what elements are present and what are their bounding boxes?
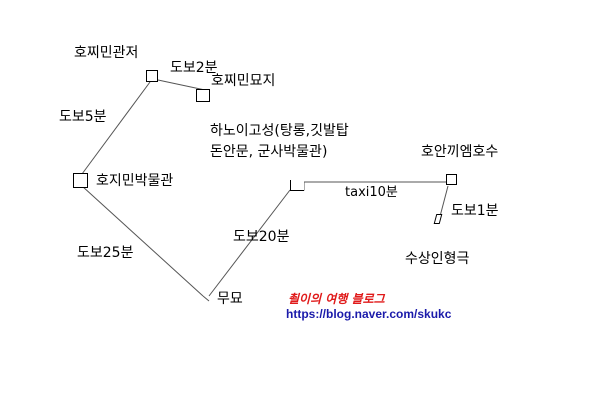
label-water-puppet: 수상인형극 [405,251,470,267]
label-citadel-line1: 하노이고성(탕롱,깃발탑 [210,123,349,139]
label-tomb: 무묘 [217,291,243,307]
route-museum-to-tomb [81,185,204,297]
node-ho-chi-minh-mausoleum [196,89,210,102]
label-ho-chi-minh-house: 호찌민관저 [74,45,139,61]
label-walk-2min: 도보2분 [170,60,218,76]
label-ho-chi-minh-museum: 호지민박물관 [96,173,174,189]
node-ho-chi-minh-house [146,70,158,82]
label-citadel-line2: 돈안문, 군사박물관) [210,144,328,160]
node-ho-chi-minh-museum [73,173,88,188]
tomb-marker-tick [202,295,210,302]
label-walk-5min: 도보5분 [59,109,107,125]
node-hoan-kiem-lake [446,174,457,185]
blog-url-link[interactable]: https://blog.naver.com/skukc [286,307,452,321]
label-walk-25min: 도보25분 [77,245,134,261]
label-taxi-10min: taxi10분 [345,185,398,200]
label-walk-1min: 도보1분 [451,203,499,219]
label-walk-20min: 도보20분 [233,229,290,245]
label-ho-chi-minh-mausoleum: 호찌민묘지 [211,73,276,89]
route-house-to-mausoleum [157,79,206,91]
node-citadel [290,180,304,191]
route-tomb-to-citadel [208,189,291,297]
label-hoan-kiem-lake: 호안끼엠호수 [421,144,499,160]
blog-name: 쵤이의 여행 블로그 [288,292,385,306]
route-house-to-museum [81,81,151,175]
